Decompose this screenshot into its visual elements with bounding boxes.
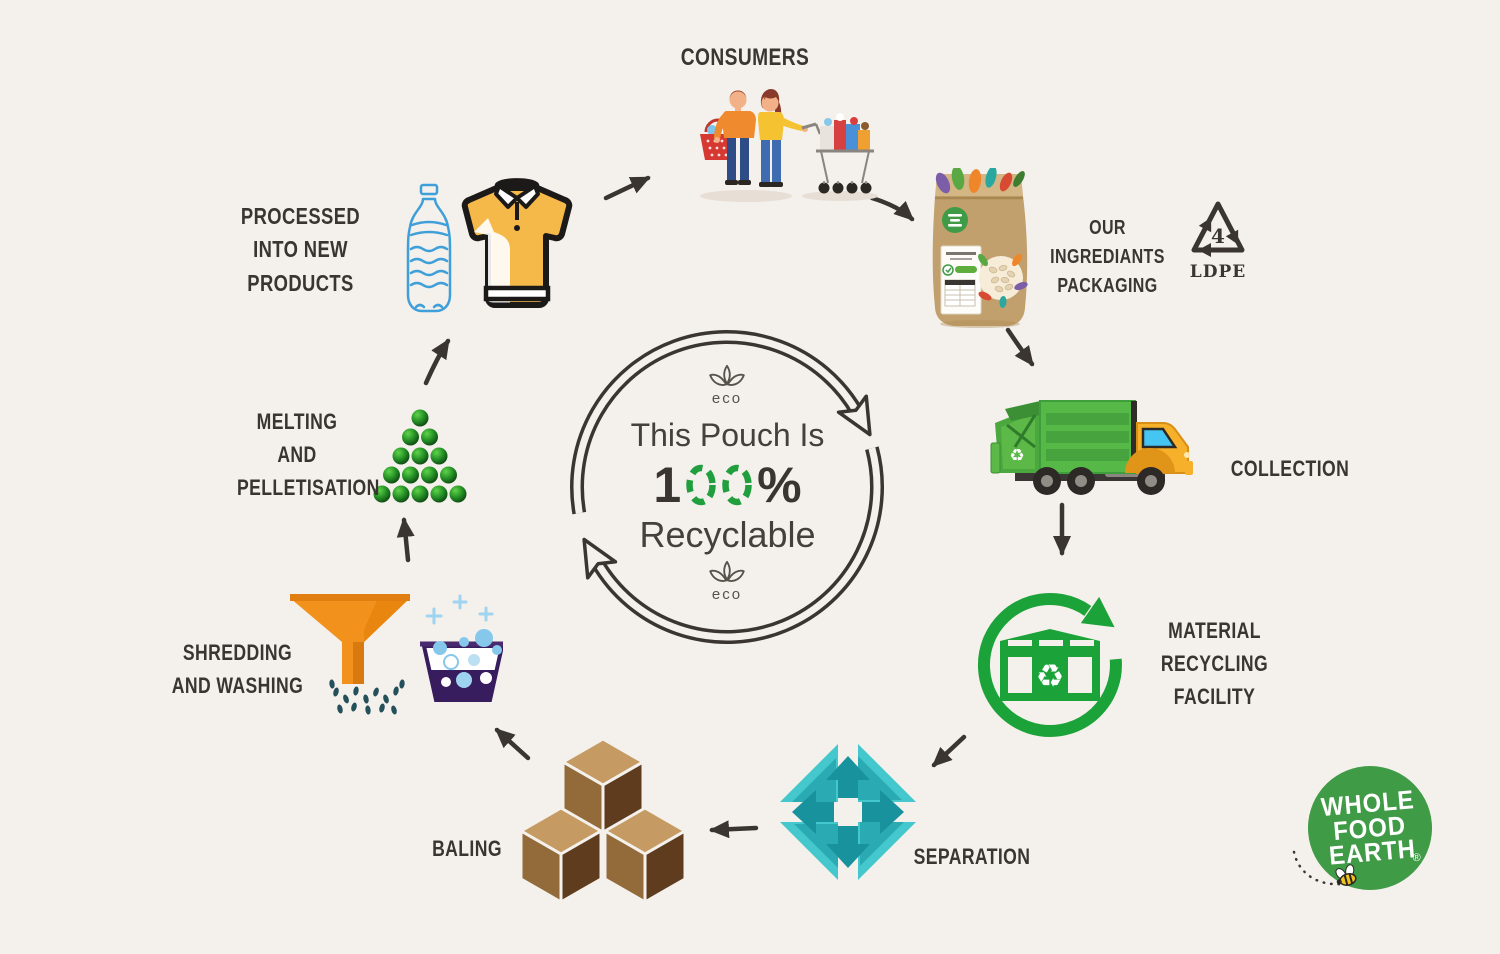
eco-leaf-icon: [709, 364, 745, 386]
shredding-washing-icon: [290, 594, 503, 715]
percent-row: 1 %: [585, 460, 870, 510]
garbage-truck-illustration: ♻: [990, 400, 1193, 495]
bee-icon: [1292, 850, 1357, 886]
eco-word: eco: [711, 586, 743, 603]
mrf-label-line1: MATERIAL: [1168, 618, 1261, 643]
packaging-label: OUR INGREDIANTS PACKAGING: [1030, 214, 1186, 301]
arrow-consumers-to-packaging: [869, 195, 915, 222]
mrf-label: MATERIAL RECYCLING FACILITY: [1145, 614, 1285, 713]
eco-badge-top: eco: [699, 364, 755, 407]
recycle-zero-icon: [686, 464, 716, 506]
baling-icon: [519, 737, 687, 904]
melting-label-line3: PELLETISATION: [237, 475, 380, 500]
pellets-icon: [373, 409, 467, 503]
mrf-label-line2: RECYCLING: [1160, 651, 1269, 676]
percent-digit-one: 1: [653, 457, 682, 513]
melting-label-line2: AND: [277, 442, 317, 467]
bottle-icon: [406, 183, 452, 313]
shredding-label-line1: SHREDDING: [182, 640, 293, 665]
eco-word: eco: [711, 390, 743, 407]
registered-mark: ®: [1412, 851, 1422, 865]
melting-label: MELTING AND PELLETISATION: [237, 405, 380, 504]
separation-icon: [768, 732, 928, 892]
arrow-washing-to-melting: [396, 517, 415, 563]
recycle-icon: ♻: [1009, 446, 1024, 466]
separation-label: SEPARATION: [913, 844, 1031, 869]
shredding-label-line2: AND WASHING: [171, 673, 304, 698]
percent-sign: %: [757, 457, 802, 513]
recycle-icon: ♻: [1036, 657, 1065, 695]
arrow-mrf-to-separation: [931, 734, 967, 768]
ldpe-code: LDPE: [1190, 262, 1246, 282]
processed-label-line1: PROCESSED: [240, 203, 361, 229]
baling-label: BALING: [432, 836, 502, 861]
melting-label-line1: MELTING: [256, 409, 338, 434]
arrow-products-to-consumers: [603, 175, 651, 201]
consumers-illustration: [700, 89, 878, 202]
packaging-label-line1: OUR INGREDIANTS: [1050, 217, 1165, 268]
ldpe-4-symbol: 4 LDPE: [1190, 201, 1246, 282]
tshirt-icon: [461, 178, 573, 308]
processed-label-line2: INTO NEW PRODUCTS: [247, 236, 354, 296]
arrow-packaging-to-collection: [1005, 327, 1035, 367]
packaging-label-line2: PACKAGING: [1057, 275, 1158, 297]
arrow-baling-to-shredding: [494, 727, 531, 761]
arrow-separation-to-baling: [709, 820, 759, 839]
mrf-label-line3: FACILITY: [1173, 684, 1256, 709]
eco-badge-bottom: eco: [699, 560, 755, 603]
recycle-zero-icon: [722, 464, 752, 506]
processed-label: PROCESSED INTO NEW PRODUCTS: [203, 200, 399, 300]
center-title-line2: Recyclable: [639, 514, 816, 555]
material-recycling-facility-icon: ♻: [978, 592, 1122, 737]
pouch-illustration: [932, 168, 1028, 328]
center-title-line1: This Pouch Is: [630, 417, 825, 453]
eco-leaf-icon: [709, 560, 745, 582]
center-cycle-arrows: [570, 330, 885, 644]
arrow-melting-to-products: [423, 338, 451, 386]
consumers-label: CONSUMERS: [680, 44, 810, 71]
collection-label: COLLECTION: [1230, 456, 1350, 481]
ldpe-number: 4: [1211, 224, 1225, 248]
shredding-label: SHREDDING AND WASHING: [168, 636, 308, 702]
